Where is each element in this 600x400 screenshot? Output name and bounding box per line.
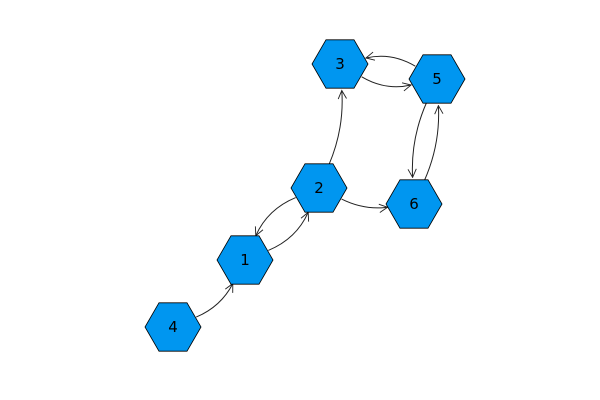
node-5: 5 xyxy=(408,54,466,104)
edge-2-to-1 xyxy=(256,197,296,236)
edge-1-to-2 xyxy=(268,212,308,251)
node-5-label: 5 xyxy=(432,70,442,88)
node-6-hexagon xyxy=(385,179,443,229)
node-1-hexagon xyxy=(216,235,274,285)
node-3-label: 3 xyxy=(335,55,345,73)
node-3: 3 xyxy=(311,39,369,89)
edge-5-to-3 xyxy=(366,56,416,67)
node-6: 6 xyxy=(385,179,443,229)
edge-3-to-5 xyxy=(361,76,411,87)
node-4-label: 4 xyxy=(168,318,178,336)
node-2-label: 2 xyxy=(314,179,324,197)
node-1-label: 1 xyxy=(240,251,250,269)
nodes-layer: 1 2 3 4 5 6 xyxy=(144,39,466,352)
edge-2-to-6 xyxy=(341,198,388,208)
node-4: 4 xyxy=(144,302,202,352)
edge-2-to-3 xyxy=(328,91,342,165)
node-2-hexagon xyxy=(290,163,348,213)
node-4-hexagon xyxy=(144,302,202,352)
node-5-hexagon xyxy=(408,54,466,104)
node-2: 2 xyxy=(290,163,348,213)
edge-5-to-6 xyxy=(412,101,428,177)
edge-4-to-1 xyxy=(196,284,233,318)
edge-6-to-5 xyxy=(423,106,438,182)
node-3-hexagon xyxy=(311,39,369,89)
node-1: 1 xyxy=(216,235,274,285)
edges-layer xyxy=(196,56,438,318)
node-6-label: 6 xyxy=(409,195,419,213)
